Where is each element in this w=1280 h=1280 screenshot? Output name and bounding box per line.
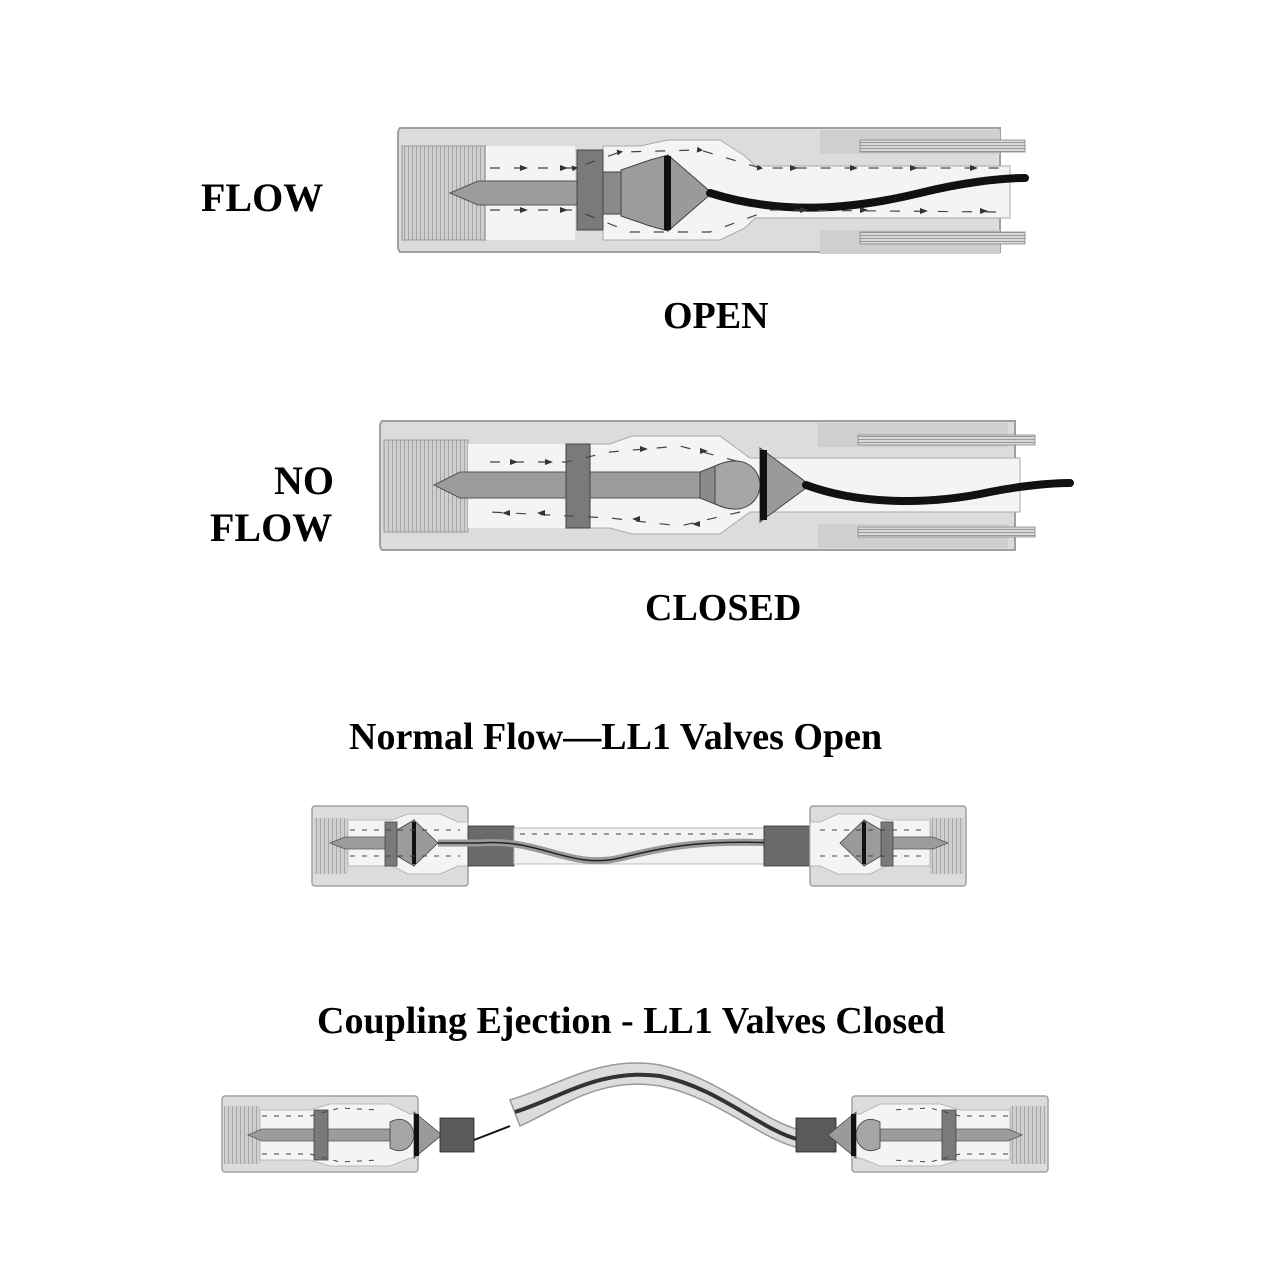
- no-flow-label: FLOW: [210, 505, 333, 550]
- closed-valve: [379, 420, 1074, 551]
- flow-label: FLOW: [201, 175, 324, 220]
- open-valve: [397, 127, 1029, 254]
- closed-label: CLOSED: [645, 587, 802, 629]
- coupled-valves: [311, 805, 967, 887]
- ejected-valves: [221, 1062, 1049, 1173]
- normal-flow-caption: Normal Flow—LL1 Valves Open: [349, 716, 883, 758]
- open-label: OPEN: [663, 295, 769, 337]
- no-label: NO: [274, 458, 334, 503]
- ejection-caption: Coupling Ejection - LL1 Valves Closed: [317, 1000, 946, 1042]
